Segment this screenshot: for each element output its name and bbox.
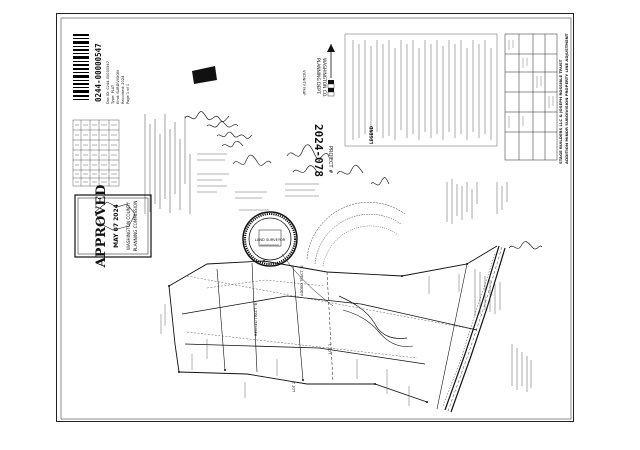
lot-label: LOT 1: [328, 344, 332, 354]
plat-sheet: 0244-00000547 Doc ID: 0244-00000547 Type…: [56, 13, 574, 422]
planning-dept-line: WASHINGTON CO.: [321, 58, 327, 98]
title-line-1: STAGE BUILDERS LLC & JOSEPH ROSSIBLE TRU…: [558, 59, 563, 164]
barcode: [73, 34, 89, 100]
recording-line: Page 1 of 1: [126, 84, 130, 104]
inner-border: [60, 17, 572, 420]
lot-label: REVISED TRACT 'B': [254, 302, 258, 336]
lot-label: LOT 2: [292, 382, 296, 392]
legend-title: LEGEND: [369, 125, 374, 144]
road: [442, 245, 506, 413]
recording-line: Doc ID: 0244-00000547: [106, 61, 110, 104]
revision-grid: [504, 33, 558, 161]
title-block: LEGEND: [344, 33, 498, 147]
recording-line: Type: PLAT: [111, 84, 115, 105]
signatures: [184, 111, 543, 250]
approved-word: APPROVED: [94, 185, 109, 269]
recording-line: Kind: SUBDIVISION: [116, 70, 120, 104]
certificate-arc: [306, 202, 406, 267]
curve-table: [72, 119, 120, 187]
north-arrow: [327, 44, 335, 78]
property-lines: [168, 245, 498, 410]
approved-line-1: WASHINGTON COUNTY: [126, 202, 131, 250]
title-line-2: ADDITION MINOR SUBDIVISION PROPERTY LINE…: [564, 33, 569, 164]
approved-line-2: PLANNING COMMISSION: [133, 201, 138, 252]
recording-line: Recorded: 2024: [121, 75, 125, 104]
easement-lines: [186, 275, 478, 359]
revision-text: [508, 40, 554, 128]
parcel-inset: [94, 201, 136, 231]
vicinity-label: VICINITY MAP: [302, 70, 307, 96]
plat-drawing: 0244-00000547 Doc ID: 0244-00000547 Type…: [60, 17, 572, 420]
surveyor-seal: LAND SURVEYOR: [242, 211, 298, 267]
lot-label: ADDED TRACT 'A': [300, 265, 304, 296]
seal-text: LAND SURVEYOR: [255, 238, 286, 242]
vicinity-swatch: [192, 66, 217, 84]
right-notes: [446, 179, 532, 392]
approved-date: MAY 07 2024: [113, 204, 120, 248]
project-number: 2024-078: [312, 124, 325, 177]
barcode-number: 0244-00000547: [94, 43, 103, 102]
project-label: PROJECT #: [327, 146, 333, 173]
point-markers: [168, 260, 468, 403]
scale-bar: [327, 80, 335, 97]
approved-stamp: APPROVED MAY 07 2024 WASHINGTON COUNTY P…: [74, 185, 152, 269]
curve-table-text: [75, 124, 117, 183]
planning-dept: WASHINGTON CO. PLANNING DEPT.: [315, 58, 327, 98]
planning-dept-line: PLANNING DEPT.: [315, 58, 321, 95]
general-notes: [144, 114, 191, 214]
bearing-text: [160, 274, 460, 406]
misc-notes: [197, 153, 319, 211]
recording-block: 0244-00000547 Doc ID: 0244-00000547 Type…: [73, 34, 130, 105]
